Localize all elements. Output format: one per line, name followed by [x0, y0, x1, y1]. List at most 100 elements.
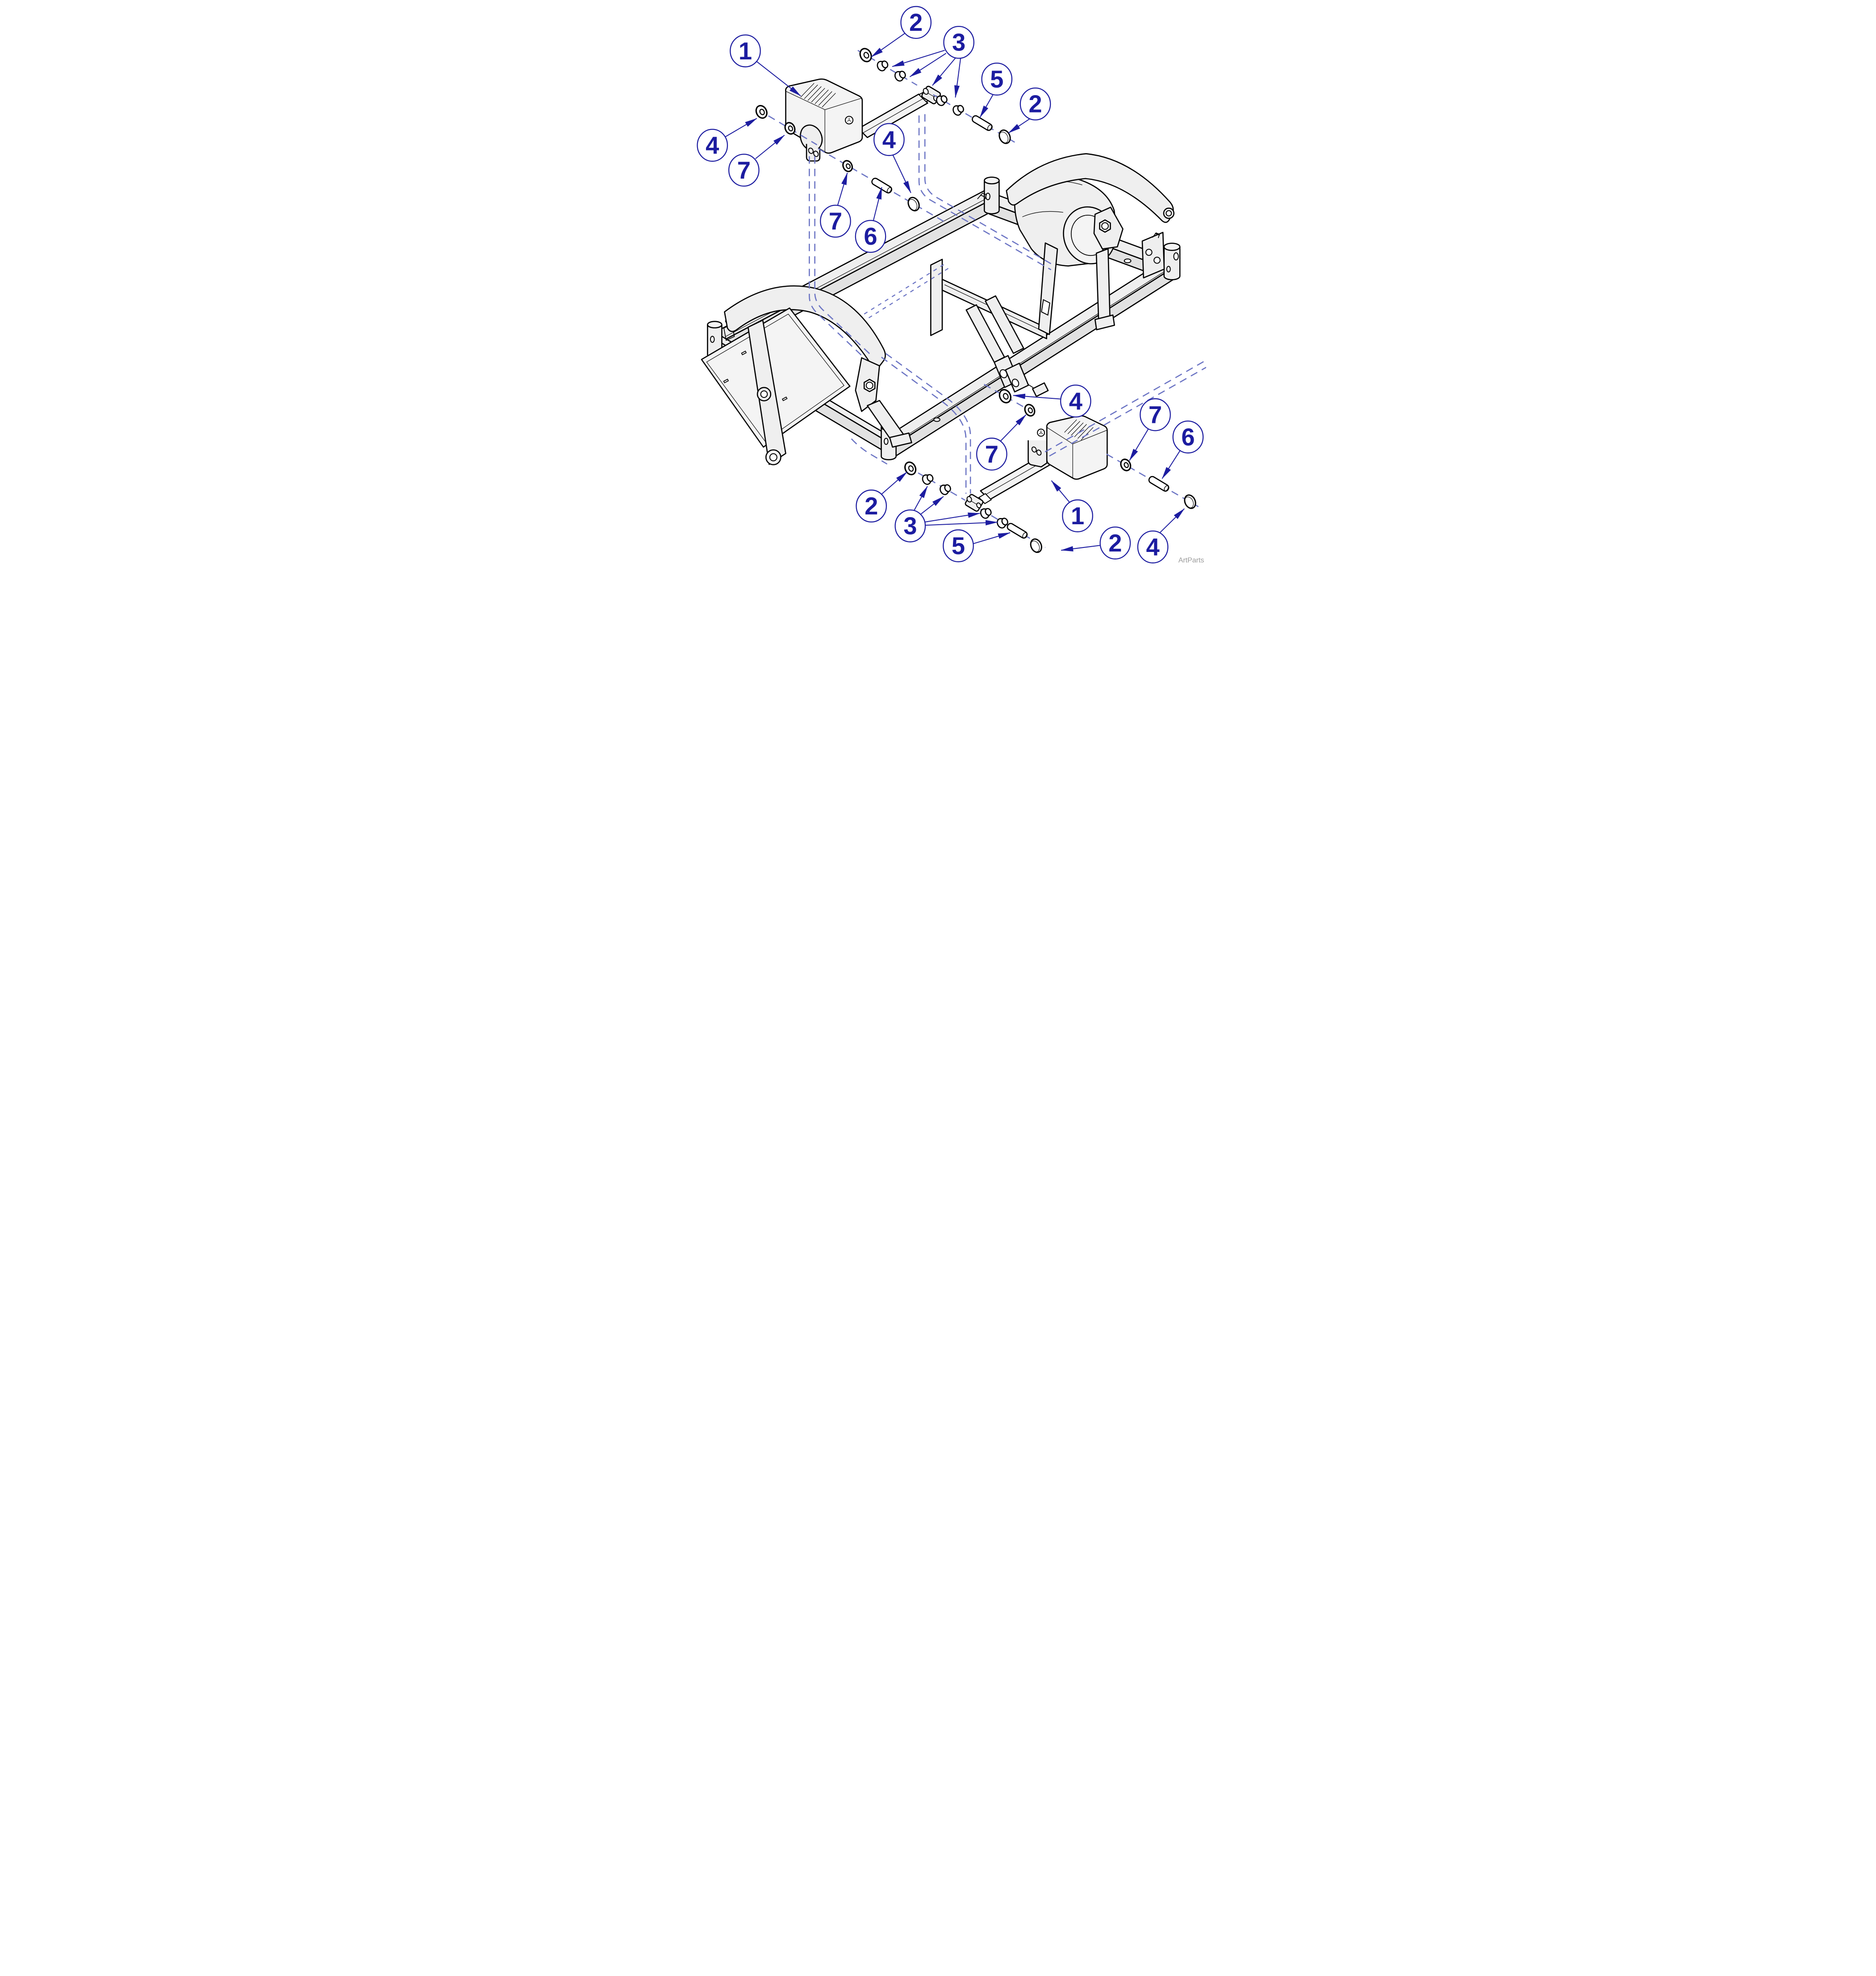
- callout-7: 7: [976, 414, 1026, 471]
- leader-arrow: [755, 135, 785, 159]
- leader-arrow: [913, 486, 928, 512]
- washer: [904, 461, 916, 476]
- watermark: ArtParts: [1178, 557, 1204, 564]
- callout-number: 1: [1070, 502, 1084, 530]
- callout-circle: [981, 63, 1012, 96]
- callout-circle: [728, 154, 760, 187]
- callout-number: 6: [864, 223, 877, 250]
- callout-circle: [900, 6, 932, 39]
- callout-2: 2: [1060, 526, 1131, 560]
- washer: [999, 389, 1011, 404]
- callout-number: 2: [865, 493, 878, 520]
- leader-arrow: [837, 172, 848, 206]
- leader-arrow: [1012, 393, 1061, 400]
- callout-1: 1: [729, 34, 801, 96]
- callout-number: 4: [882, 126, 895, 153]
- leader-arrow: [909, 53, 946, 77]
- callout-circle: [729, 34, 761, 67]
- leader-arrow: [1157, 508, 1185, 536]
- callout-circle: [894, 509, 926, 543]
- callout-number: 7: [985, 441, 998, 468]
- leader-arrow: [925, 520, 998, 526]
- leader-arrow: [979, 94, 994, 118]
- washer: [842, 160, 853, 172]
- callout-number: 7: [1148, 401, 1162, 428]
- pivot-pin: [1007, 522, 1028, 539]
- leader-arrow: [892, 155, 911, 193]
- callout-number: 7: [828, 208, 842, 235]
- bushing: [894, 71, 906, 82]
- leader-arrow: [999, 414, 1026, 442]
- callout-number: 3: [903, 513, 917, 540]
- leader-arrow: [919, 496, 944, 516]
- routing-path: [814, 156, 871, 355]
- washer: [1024, 404, 1035, 417]
- leader-arrow: [891, 50, 945, 67]
- callout-circle: [943, 25, 974, 59]
- callout-circle: [855, 220, 886, 253]
- pivot-pin: [971, 115, 993, 131]
- callout-4: 4: [1012, 384, 1091, 418]
- callout-5: 5: [979, 63, 1012, 118]
- frame-mount-lug: [1004, 363, 1029, 393]
- callout-circle: [873, 123, 905, 156]
- routing-path: [924, 114, 1056, 267]
- actuator-motor: [1046, 415, 1108, 480]
- leader-arrow: [1008, 118, 1030, 134]
- callout-7: 7: [819, 172, 851, 238]
- routing-path: [918, 115, 1051, 271]
- callout-number: 5: [990, 66, 1003, 93]
- washer: [784, 122, 795, 135]
- bushing: [939, 484, 951, 495]
- routing-path: [851, 438, 887, 465]
- motor-vents: [1064, 419, 1094, 440]
- callout-circle: [1099, 526, 1131, 560]
- axis-bottom-left: [907, 466, 965, 501]
- leader-arrow: [1128, 428, 1149, 461]
- callout-2: 2: [1008, 87, 1051, 134]
- end-cap: [998, 129, 1011, 144]
- end-cap: [1030, 538, 1042, 553]
- callout-2: 2: [855, 472, 907, 523]
- frame-post: [1163, 242, 1180, 280]
- actuator-top: [785, 78, 941, 162]
- washer: [755, 105, 768, 119]
- leader-arrow: [873, 187, 882, 221]
- leader-arrow: [870, 33, 905, 58]
- washer: [1120, 458, 1131, 472]
- latch-bracket: [977, 192, 987, 200]
- callout-circle: [819, 205, 851, 238]
- routing-path: [1045, 360, 1205, 453]
- callout-3: 3: [894, 486, 998, 543]
- limit-switch: [1027, 382, 1049, 397]
- callout-6: 6: [1162, 420, 1203, 479]
- fender-band: [1005, 153, 1174, 223]
- callout-circle: [1019, 87, 1051, 121]
- callout-number: 6: [1181, 423, 1195, 451]
- callout-circle: [942, 529, 974, 563]
- axis-top: [857, 50, 917, 86]
- callout-4: 4: [1137, 508, 1185, 564]
- callout-circle: [855, 489, 887, 523]
- leader-arrow: [755, 60, 801, 96]
- callout-circle: [1139, 398, 1171, 431]
- bushing: [877, 60, 888, 71]
- leader-arrow: [1060, 545, 1100, 551]
- callout-circle: [1137, 531, 1168, 564]
- pivot-pin: [1148, 476, 1169, 492]
- callout-circle: [976, 438, 1007, 471]
- leader-arrow: [880, 472, 907, 496]
- callout-1: 1: [1051, 480, 1093, 533]
- routing-path: [881, 356, 966, 494]
- leader-arrow: [1051, 480, 1070, 503]
- callout-number: 5: [951, 532, 965, 560]
- callout-number: 4: [706, 132, 719, 159]
- motor-vents: [800, 83, 836, 108]
- callout-number: 7: [737, 157, 750, 184]
- callout-4: 4: [696, 118, 757, 162]
- callout-4: 4: [873, 123, 911, 193]
- end-cap: [907, 196, 920, 212]
